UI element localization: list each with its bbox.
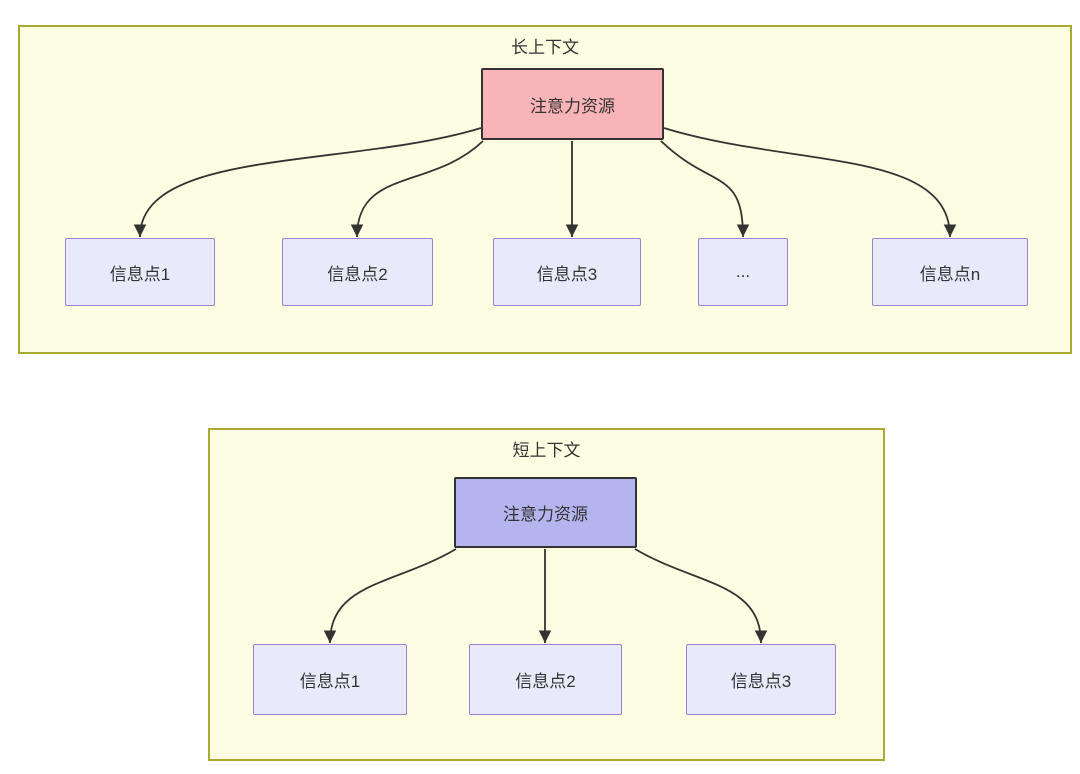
info-node-long-1: 信息点1 xyxy=(65,238,215,306)
info-node-long-ellipsis: ... xyxy=(698,238,788,306)
info-node-short-3: 信息点3 xyxy=(686,644,836,715)
info-node-long-3: 信息点3 xyxy=(493,238,641,306)
info-node-long-n: 信息点n xyxy=(872,238,1028,306)
info-node-short-2: 信息点2 xyxy=(469,644,622,715)
long-context-title: 长上下文 xyxy=(511,38,579,57)
short-context-title: 短上下文 xyxy=(512,441,581,460)
attention-resource-node-short: 注意力资源 xyxy=(454,477,637,548)
attention-resource-node-long: 注意力资源 xyxy=(481,68,664,140)
info-node-short-1: 信息点1 xyxy=(253,644,407,715)
info-node-long-2: 信息点2 xyxy=(282,238,433,306)
